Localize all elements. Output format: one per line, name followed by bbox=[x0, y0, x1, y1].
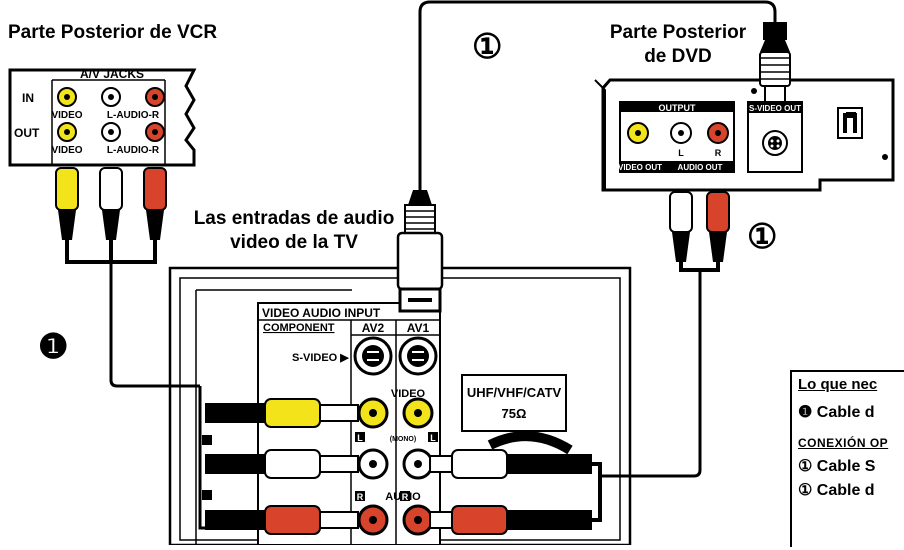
tv-svideo-plug bbox=[396, 190, 444, 313]
dvd-back-caption-line1: Parte Posterior bbox=[609, 22, 747, 43]
dvd-audio-out-label: AUDIO OUT bbox=[678, 163, 723, 172]
tv-inputs-caption-line1: Las entradas de audio bbox=[193, 208, 395, 229]
tv-r-label-av2: R bbox=[357, 492, 364, 502]
tv-r-label-av1: R bbox=[402, 492, 409, 502]
dvd-svideo-plug bbox=[759, 22, 791, 103]
tv-left-plugs bbox=[198, 386, 359, 535]
vcr-panel: A/V JACKS IN OUT VIDEO L-AUDIO-R VIDEO L… bbox=[8, 67, 197, 167]
tv-header-label: VIDEO AUDIO INPUT bbox=[262, 306, 381, 320]
vcr-in-label: IN bbox=[22, 91, 34, 105]
dvd-audio-plugs bbox=[669, 191, 730, 262]
vcr-back-caption: Parte Posterior de VCR bbox=[8, 22, 218, 43]
tv-av2-label: AV2 bbox=[362, 321, 385, 335]
cable-marker-right: ① bbox=[747, 218, 777, 256]
tv-antenna-box bbox=[461, 374, 567, 432]
legend-item-2: ① Cable S bbox=[798, 458, 876, 475]
dvd-output-label: OUTPUT bbox=[659, 103, 697, 113]
tv-av1-label: AV1 bbox=[407, 321, 430, 335]
dvd-svideo-out-label: S-VIDEO OUT bbox=[749, 104, 801, 113]
vcr-audio-in-label: L-AUDIO-R bbox=[107, 110, 160, 121]
dvd-video-out-label: VIDEO OUT bbox=[618, 163, 662, 172]
tv-svideo-label: S-VIDEO ▶ bbox=[292, 352, 349, 364]
vcr-panel-title: A/V JACKS bbox=[80, 67, 144, 81]
tv-right-plugs bbox=[429, 449, 602, 535]
dvd-r-label: R bbox=[715, 148, 722, 158]
dvd-l-label: L bbox=[678, 148, 684, 158]
cable-marker-top: ① bbox=[472, 28, 502, 66]
dvd-panel: OUTPUT L R VIDEO OUT AUDIO OUT S-VIDEO O… bbox=[594, 78, 895, 192]
tv-video-label: VIDEO bbox=[391, 388, 426, 400]
legend-title: Lo que nec bbox=[798, 376, 878, 393]
tv-component-label: COMPONENT bbox=[263, 322, 335, 334]
cables bbox=[65, 0, 777, 478]
vcr-out-label: OUT bbox=[14, 126, 40, 140]
legend-item-1: ❶ Cable d bbox=[798, 404, 875, 421]
legend-subtitle: CONEXIÓN OP bbox=[798, 436, 889, 450]
tv-uhf-label: UHF/VHF/CATV bbox=[467, 385, 562, 400]
vcr-video-in-label: VIDEO bbox=[51, 110, 82, 121]
dvd-back-caption-line2: de DVD bbox=[644, 46, 712, 67]
legend-item-3: ① Cable d bbox=[798, 482, 875, 499]
tv-l-label-av2: L bbox=[357, 433, 363, 443]
vcr-video-out-label: VIDEO bbox=[51, 145, 82, 156]
tv-mono-label: (MONO) bbox=[390, 436, 416, 443]
dvd-power-connector bbox=[837, 107, 863, 139]
tv-l-label-av1: L bbox=[430, 433, 436, 443]
tv-inputs-caption-line2: video de la TV bbox=[230, 232, 358, 253]
vcr-rca-plugs bbox=[55, 167, 167, 240]
vcr-audio-out-label: L-AUDIO-R bbox=[107, 145, 160, 156]
tv-ohm-label: 75Ω bbox=[502, 406, 527, 421]
legend-box: Lo que nec ❶ Cable d CONEXIÓN OP ① Cable… bbox=[790, 370, 904, 547]
step-marker: ❶ bbox=[38, 328, 68, 366]
